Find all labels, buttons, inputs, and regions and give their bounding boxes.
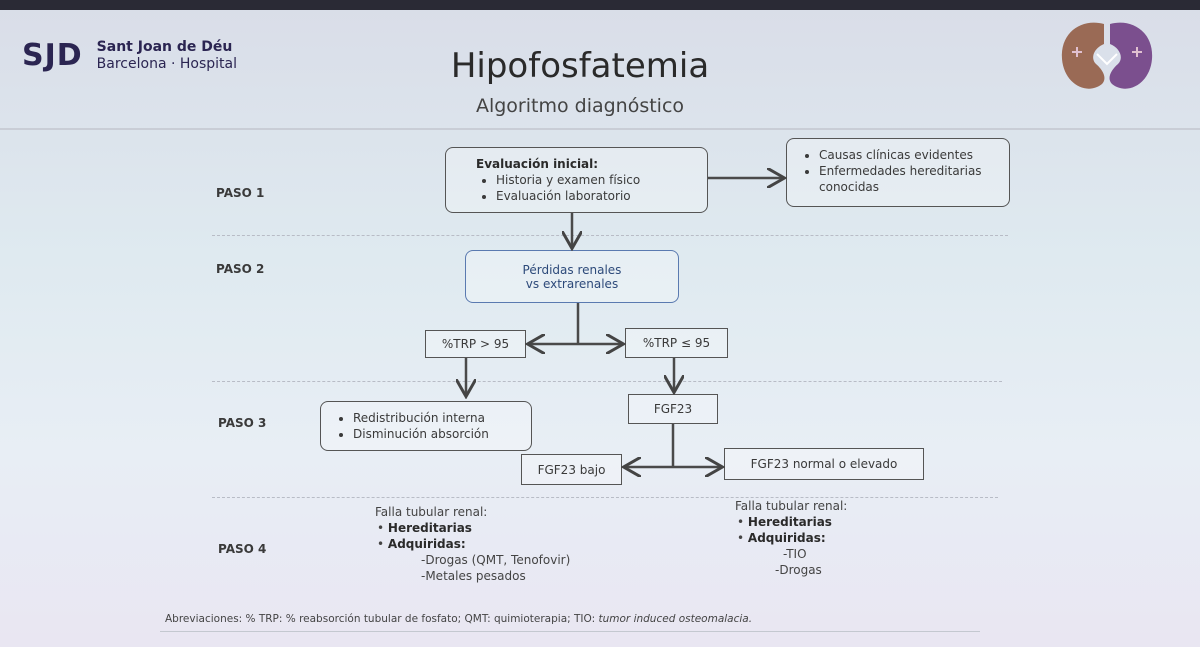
- left-outcome: Falla tubular renal: • Hereditarias • Ad…: [375, 505, 571, 583]
- step-1-label: PASO 1: [216, 186, 265, 200]
- left-outcome-hereditary: Hereditarias: [387, 521, 472, 535]
- logo-line2: Barcelona · Hospital: [96, 55, 237, 72]
- clinical-causes-box: Causas clínicas evidentes Enfermedades h…: [786, 138, 1010, 207]
- right-outcome-hereditary: Hereditarias: [747, 515, 832, 529]
- step-2-label: PASO 2: [216, 262, 265, 276]
- initial-eval-item: Evaluación laboratorio: [496, 188, 707, 204]
- step-3-label: PASO 3: [218, 416, 267, 430]
- abbreviations-text: Abreviaciones: % TRP: % reabsorción tubu…: [165, 613, 596, 625]
- left-outcome-drugs: -Drogas (QMT, Tenofovir): [421, 553, 571, 567]
- footer-line: [160, 631, 980, 632]
- redistribution-box: Redistribución interna Disminución absor…: [320, 401, 532, 451]
- clinical-cause-item: Causas clínicas evidentes: [819, 147, 1003, 163]
- logo-mark: SJD: [22, 38, 83, 73]
- fgf23-high-box: FGF23 normal o elevado: [724, 448, 924, 480]
- separator-2: [212, 381, 1002, 382]
- right-outcome-drugs: -Drogas: [775, 563, 822, 577]
- fgf23-low-box: FGF23 bajo: [521, 454, 622, 485]
- abbreviations-italic: tumor induced osteomalacia.: [598, 613, 753, 625]
- renal-losses-line2: vs extrarenales: [525, 276, 619, 291]
- clinical-cause-item: Enfermedades hereditarias conocidas: [819, 163, 1003, 195]
- left-outcome-acquired: Adquiridas:: [387, 537, 466, 551]
- slide-subtitle: Algoritmo diagnóstico: [475, 95, 685, 117]
- redistribution-item: Disminución absorción: [353, 426, 525, 442]
- initial-eval-heading: Evaluación inicial:: [476, 157, 599, 171]
- fgf23-box: FGF23: [628, 394, 718, 424]
- logo-text: Sant Joan de Déu Barcelona · Hospital: [97, 39, 237, 73]
- abbreviations-note: Abreviaciones: % TRP: % reabsorción tubu…: [165, 613, 752, 625]
- logo-line1: Sant Joan de Déu: [96, 38, 233, 55]
- left-outcome-metals: -Metales pesados: [421, 569, 526, 583]
- initial-evaluation-box: Evaluación inicial: Historia y examen fí…: [445, 147, 708, 213]
- left-outcome-heading: Falla tubular renal:: [375, 505, 488, 519]
- right-outcome-heading: Falla tubular renal:: [735, 499, 848, 513]
- separator-3: [212, 497, 998, 498]
- right-outcome: Falla tubular renal: • Hereditarias • Ad…: [735, 499, 848, 577]
- separator-1: [212, 235, 1008, 236]
- slide-title: Hipofosfatemia: [450, 46, 710, 86]
- step-4-label: PASO 4: [218, 542, 267, 556]
- redistribution-item: Redistribución interna: [353, 410, 525, 426]
- kidney-logo-icon: [1061, 22, 1153, 89]
- sjd-logo: SJD Sant Joan de Déu Barcelona · Hospita…: [22, 38, 237, 73]
- top-band: [0, 0, 1200, 10]
- initial-eval-item: Historia y examen físico: [496, 172, 707, 188]
- right-outcome-tio: -TIO: [783, 547, 807, 561]
- trp-high-box: %TRP > 95: [425, 330, 526, 358]
- renal-losses-line1: Pérdidas renales: [522, 262, 622, 277]
- header-divider: [0, 128, 1200, 130]
- right-outcome-acquired: Adquiridas:: [747, 531, 826, 545]
- trp-low-box: %TRP ≤ 95: [625, 328, 728, 358]
